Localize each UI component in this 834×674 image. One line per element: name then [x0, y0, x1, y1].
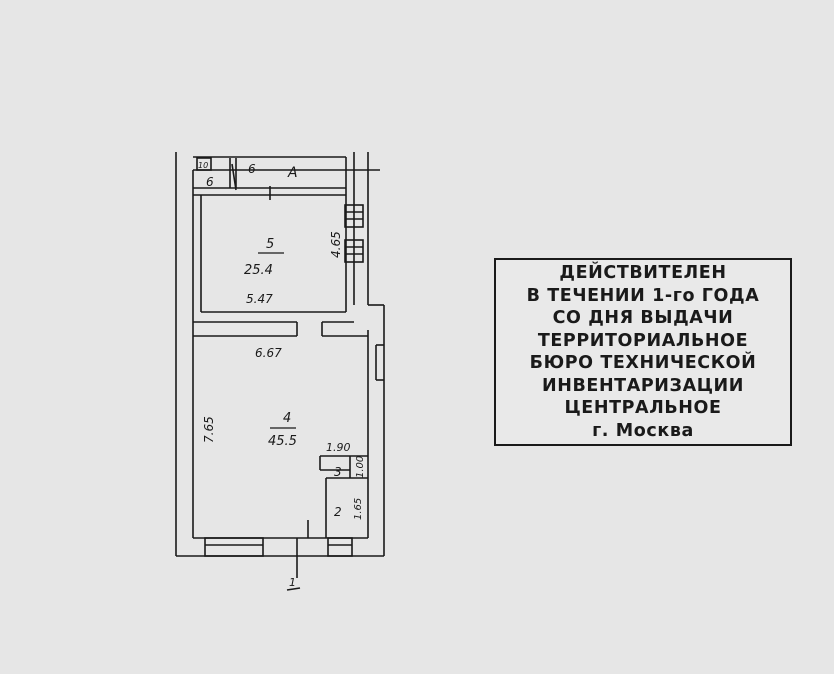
stamp-line: ИНВЕНТАРИЗАЦИИ [541, 375, 745, 396]
corridor-letter-label: А [287, 165, 298, 181]
room4-dim-left: 7.65 [202, 416, 216, 443]
room5-number: 5 [266, 237, 274, 252]
room5-area: 25.4 [244, 263, 273, 278]
validity-stamp: ДЕЙСТВИТЕЛЕН В ТЕЧЕНИИ 1-го ГОДА СО ДНЯ … [494, 258, 792, 446]
room4-area: 45.5 [268, 434, 297, 449]
stamp-line: г. Москва [592, 420, 694, 441]
stamp-line: ТЕРРИТОРИАЛЬНОЕ [537, 330, 749, 351]
top-left-number-label: 6 [206, 175, 214, 189]
room4-dim-top: 6.67 [255, 346, 282, 360]
room2-dim: 1.65 [353, 498, 364, 520]
stamp-line: БЮРО ТЕХНИЧЕСКОЙ [529, 353, 757, 373]
room5-dim-right: 4.65 [329, 231, 343, 258]
corridor-number-label: 6 [248, 162, 256, 176]
stamp-line: ЦЕНТРАЛЬНОЕ [564, 398, 722, 418]
stamp-line: В ТЕЧЕНИИ 1-го ГОДА [526, 285, 760, 306]
entrance-mark: 1 [289, 576, 296, 589]
room4-number: 4 [283, 411, 291, 426]
room2-number: 2 [334, 505, 342, 519]
room5-dim-bottom: 5.47 [246, 292, 273, 306]
top-left-tiny-label: 10 [198, 161, 208, 170]
room3-dim: 1.00 [355, 456, 366, 478]
stamp-line: ДЕЙСТВИТЕЛЕН [559, 263, 727, 283]
floor-plan-walls [175, 152, 385, 591]
small-dim-top: 1.90 [326, 441, 351, 454]
room3-number: 3 [334, 465, 342, 479]
stamp-line: СО ДНЯ ВЫДАЧИ [552, 308, 734, 328]
